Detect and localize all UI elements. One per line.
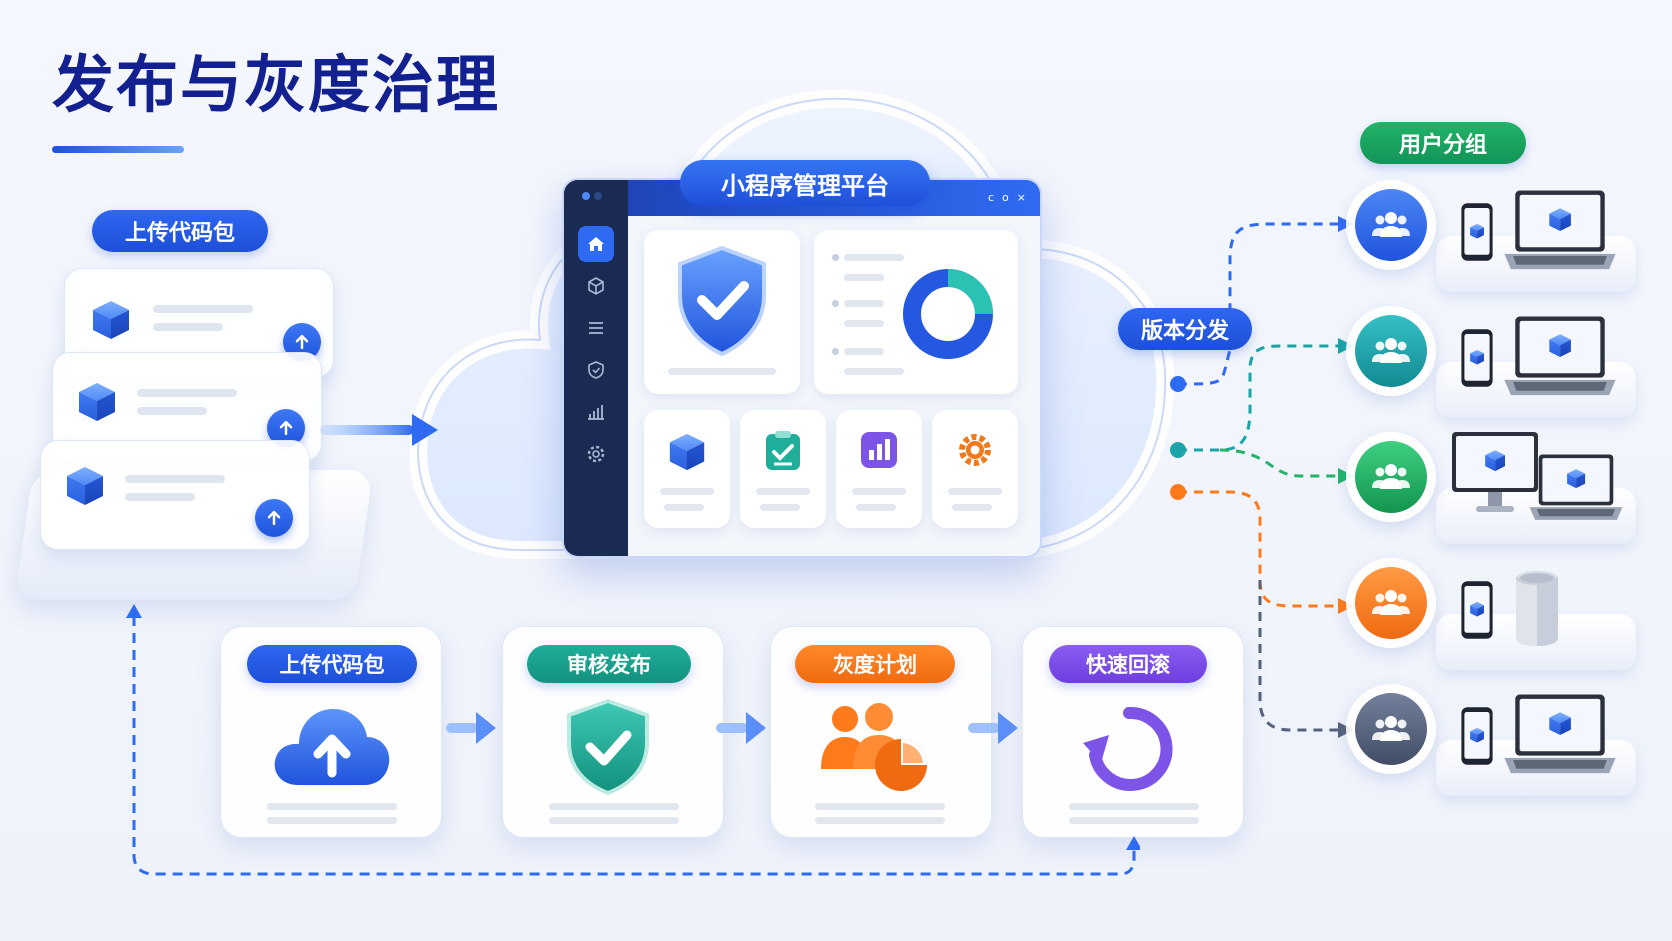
users-icon	[1355, 693, 1427, 765]
bar-chart-icon[interactable]	[578, 394, 614, 430]
module-card-settings[interactable]	[932, 410, 1018, 528]
laptop-icon	[1500, 188, 1620, 276]
shield-check-icon	[567, 698, 649, 796]
users-icon	[1355, 441, 1427, 513]
shield-check-icon	[678, 245, 766, 357]
upload-arrow-icon[interactable]	[255, 499, 293, 537]
gear-icon[interactable]	[578, 436, 614, 472]
phone-icon	[1460, 328, 1494, 388]
step-arrow	[968, 712, 1018, 744]
laptop-icon	[1500, 692, 1620, 780]
step-label: 快速回滚	[1049, 645, 1207, 683]
distribution-connectors	[1170, 216, 1354, 738]
users-icon	[1355, 189, 1427, 261]
stats-panel[interactable]	[814, 230, 1018, 394]
phone-icon	[1460, 706, 1494, 766]
management-window: c o ×	[562, 178, 1042, 558]
module-card-review[interactable]	[740, 410, 826, 528]
menu-icon[interactable]	[578, 310, 614, 346]
step-card-review[interactable]: 审核发布	[502, 626, 724, 838]
rollback-icon	[1083, 706, 1173, 791]
cloud-upload-icon	[274, 709, 390, 785]
shield-check-icon[interactable]	[578, 352, 614, 388]
step-card-rollback[interactable]: 快速回滚	[1022, 626, 1244, 838]
cube-icon	[93, 301, 129, 339]
title-underline	[52, 146, 184, 153]
gear-icon	[959, 434, 991, 466]
user-group-row[interactable]	[1346, 558, 1636, 670]
arrow-to-platform	[320, 414, 438, 446]
user-group-row[interactable]	[1346, 180, 1636, 292]
clipboard-icon	[766, 431, 800, 470]
step-label: 审核发布	[527, 645, 691, 683]
window-sidebar	[564, 180, 628, 556]
step-arrow	[716, 712, 766, 744]
platform-title: 小程序管理平台	[680, 160, 930, 206]
module-card-package[interactable]	[644, 410, 730, 528]
cube-icon	[79, 383, 115, 421]
window-controls[interactable]: c o ×	[987, 191, 1026, 204]
phone-icon	[1460, 202, 1494, 262]
users-icon	[1355, 315, 1427, 387]
package-icon[interactable]	[578, 268, 614, 304]
cube-icon	[67, 467, 103, 505]
page-title: 发布与灰度治理	[52, 48, 501, 121]
phone-icon	[1460, 580, 1494, 640]
home-icon[interactable]	[578, 226, 614, 262]
upload-pill: 上传代码包	[92, 210, 268, 252]
users-icon	[1355, 567, 1427, 639]
cube-icon	[669, 433, 705, 471]
distribution-pill: 版本分发	[1118, 308, 1252, 350]
step-card-upload[interactable]: 上传代码包	[220, 626, 442, 838]
user-group-row[interactable]	[1346, 432, 1636, 544]
user-group-pill: 用户分组	[1360, 122, 1526, 164]
laptop-icon	[1526, 452, 1626, 526]
laptop-icon	[1500, 314, 1620, 402]
step-label: 灰度计划	[795, 645, 955, 683]
code-package-card[interactable]	[40, 440, 310, 550]
pie-chart-icon	[821, 703, 927, 791]
user-group-row[interactable]	[1346, 684, 1636, 796]
speaker-icon	[1516, 571, 1558, 646]
user-group-row[interactable]	[1346, 306, 1636, 418]
step-label: 上传代码包	[247, 645, 417, 683]
module-card-analytics[interactable]	[836, 410, 922, 528]
bar-chart-icon	[861, 432, 897, 468]
rollback-loop-line	[126, 604, 1140, 876]
step-arrow	[446, 712, 496, 744]
security-panel[interactable]	[644, 230, 800, 394]
donut-chart-icon	[903, 269, 993, 359]
